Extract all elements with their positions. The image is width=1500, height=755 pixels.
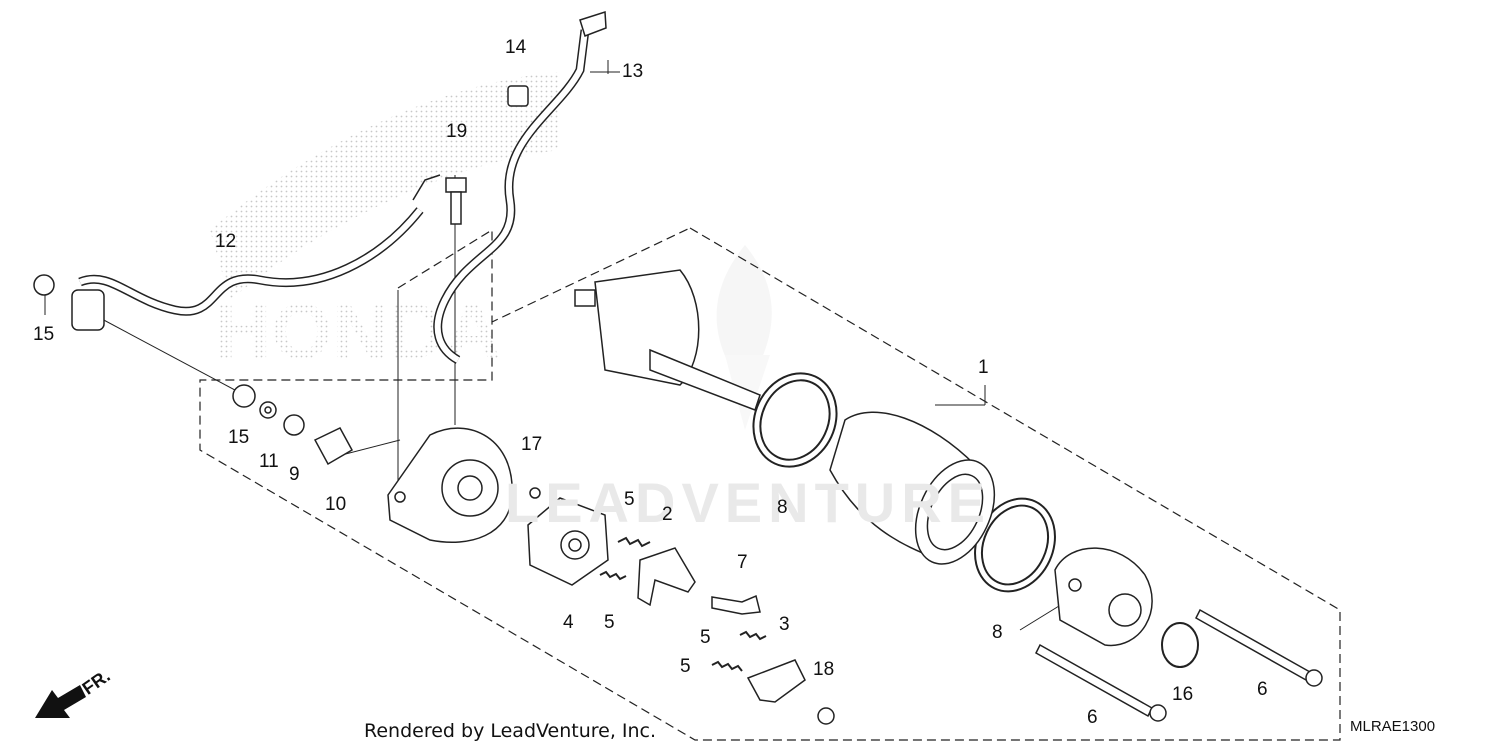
callout-5-lower[interactable]: 5 xyxy=(604,612,615,633)
wire-harness-12 xyxy=(71,174,441,331)
springs-5 xyxy=(599,536,767,672)
motor-case xyxy=(829,411,996,565)
small-parts-left xyxy=(33,274,354,466)
callout-15-lower[interactable]: 15 xyxy=(228,427,250,448)
callout-4[interactable]: 4 xyxy=(563,612,574,633)
callout-5-upper[interactable]: 5 xyxy=(624,489,635,510)
cable-13 xyxy=(433,10,607,364)
callout-18[interactable]: 18 xyxy=(813,659,835,680)
callout-6-right[interactable]: 6 xyxy=(1257,679,1268,700)
callout-8-right[interactable]: 8 xyxy=(992,622,1003,643)
callout-13[interactable]: 13 xyxy=(622,61,644,82)
o-ring-17 xyxy=(529,487,541,499)
callout-8-left[interactable]: 8 xyxy=(777,497,788,518)
callout-3[interactable]: 3 xyxy=(779,614,790,635)
callout-12[interactable]: 12 xyxy=(215,231,237,252)
callout-1[interactable]: 1 xyxy=(978,357,989,378)
callout-19[interactable]: 19 xyxy=(446,121,468,142)
brush-holder-4 xyxy=(527,497,609,586)
front-direction-arrow xyxy=(35,685,86,718)
diagram-code: MLRAE1300 xyxy=(1350,718,1436,735)
leadventure-watermark-text: LEADVENTURE xyxy=(505,471,992,534)
callout-6-bottom[interactable]: 6 xyxy=(1087,707,1098,728)
callout-7[interactable]: 7 xyxy=(737,552,748,573)
callout-11[interactable]: 11 xyxy=(259,451,279,472)
callout-15-left[interactable]: 15 xyxy=(33,324,55,345)
long-bolts-6 xyxy=(1035,608,1323,722)
footer-credit: Rendered by LeadVenture, Inc. xyxy=(364,720,657,742)
callout-5-right-lower[interactable]: 5 xyxy=(680,656,691,677)
callout-2[interactable]: 2 xyxy=(662,504,673,525)
bolt-19 xyxy=(445,177,467,225)
callout-5-right-upper[interactable]: 5 xyxy=(700,627,711,648)
clip-14 xyxy=(507,85,529,107)
callout-16[interactable]: 16 xyxy=(1172,684,1194,705)
callout-14[interactable]: 14 xyxy=(505,37,527,58)
brushes-small xyxy=(637,547,835,725)
callout-17[interactable]: 17 xyxy=(521,434,543,455)
o-ring-16 xyxy=(1161,622,1199,668)
rear-cover xyxy=(1054,547,1153,647)
front-cover xyxy=(387,427,513,543)
svg-text:HONDA: HONDA xyxy=(215,287,501,375)
callout-9[interactable]: 9 xyxy=(289,464,300,485)
assembly-outline xyxy=(199,227,1341,741)
armature xyxy=(574,269,761,411)
callout-10[interactable]: 10 xyxy=(325,494,347,515)
